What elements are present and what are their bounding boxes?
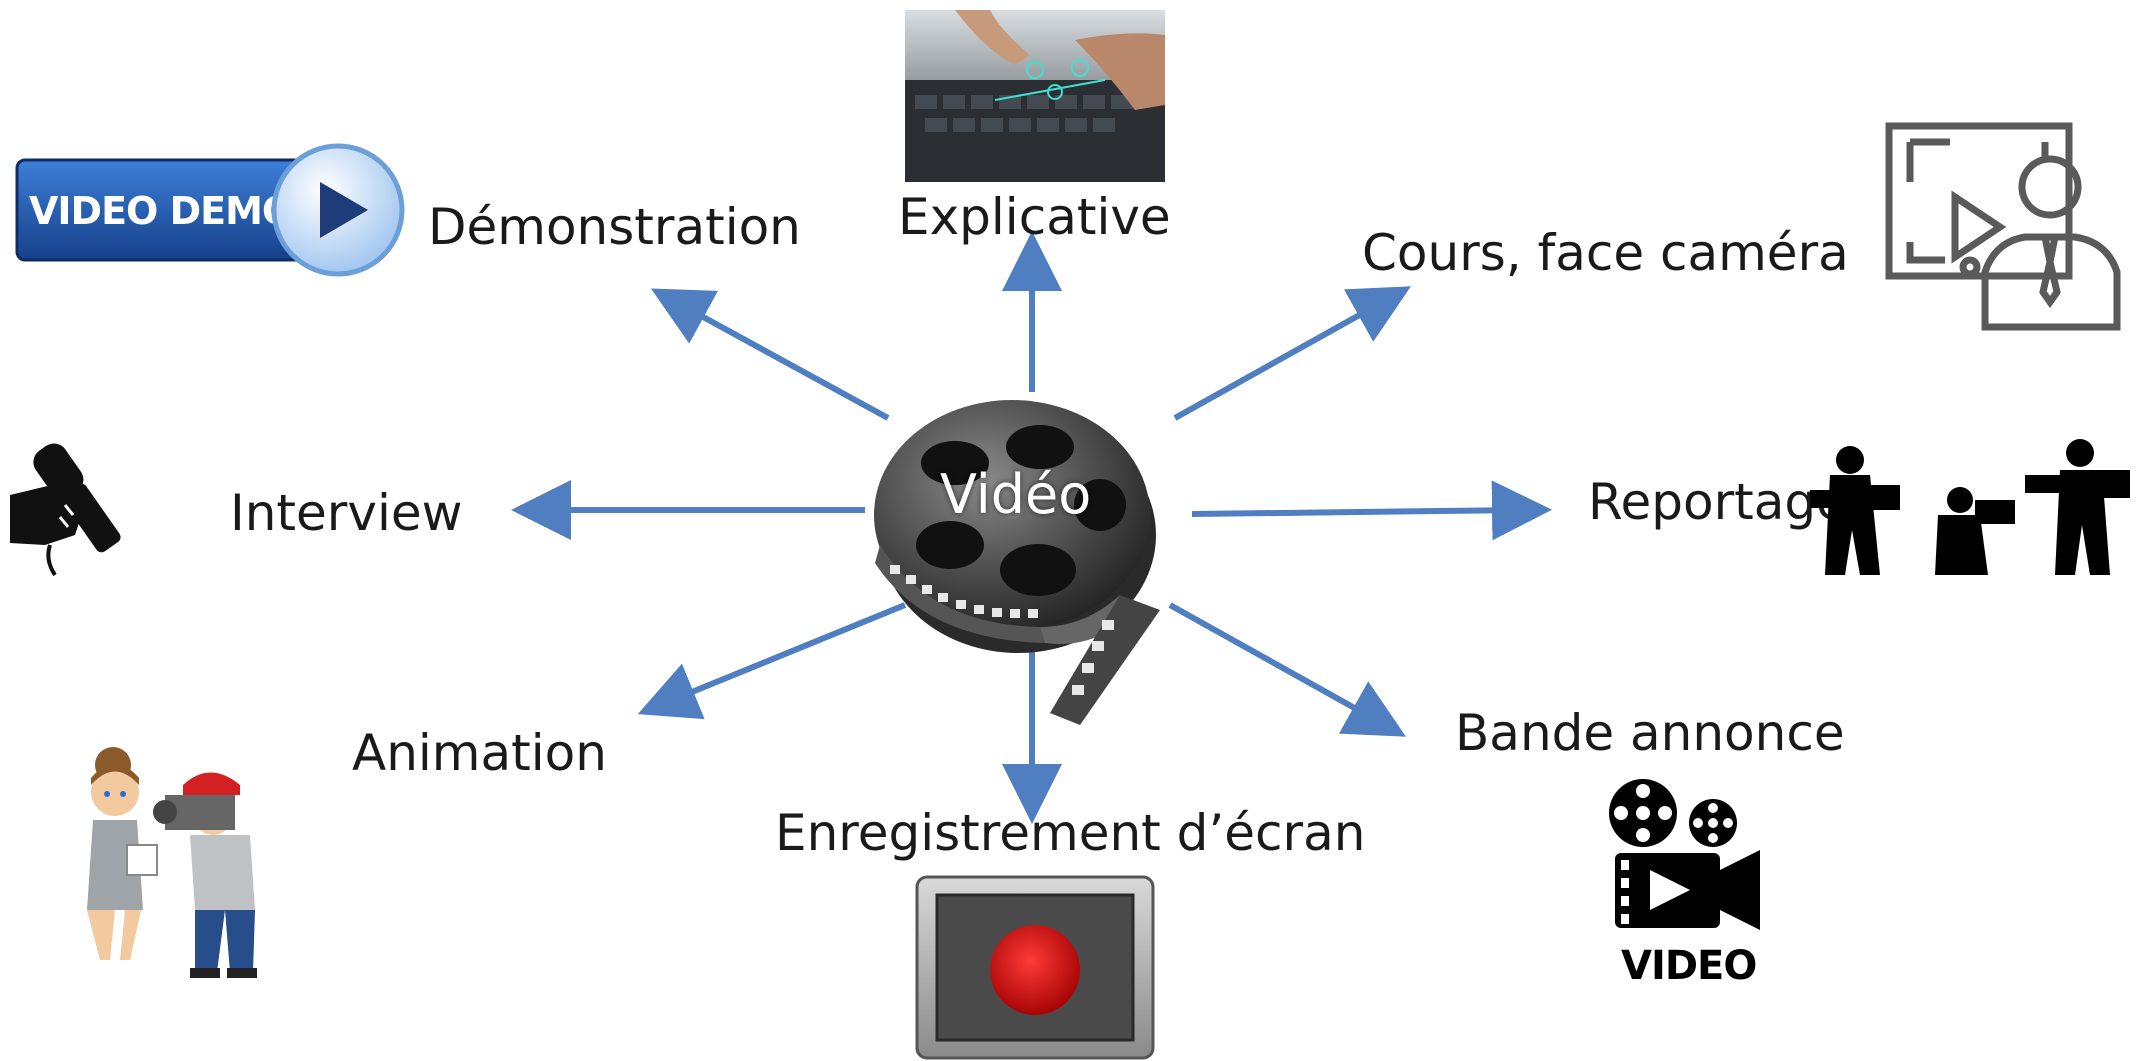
microphone-icon [10, 443, 121, 577]
film-reel-icon [874, 400, 1160, 725]
video-caption: VIDEO [1621, 943, 1757, 989]
arrow-to-reportage [1191, 480, 1552, 541]
presenter-screen-icon [1885, 122, 2121, 331]
arrow-to-cours [1173, 286, 1411, 421]
movie-camera-icon [1609, 779, 1760, 930]
arrow-to-demonstration [650, 288, 890, 421]
label-explicative: Explicative [898, 188, 1171, 246]
label-demonstration: Démonstration [428, 198, 801, 256]
label-animation: Animation [352, 724, 607, 782]
label-interview: Interview [230, 484, 463, 542]
arrow-to-animation [637, 602, 907, 720]
video-demo-text: VIDEO DEMO [29, 189, 294, 233]
laptop-hands-icon [905, 10, 1165, 182]
label-bande-annonce: Bande annonce [1455, 704, 1845, 762]
arrow-to-bande-annonce [1168, 602, 1406, 737]
label-cours: Cours, face caméra [1362, 224, 1849, 282]
movie-camera-badge: VIDEO [1605, 775, 1765, 990]
center-label: Vidéo [940, 463, 1092, 526]
screen-record-icon [915, 875, 1155, 1060]
label-enregistrement: Enregistrement d’écran [775, 804, 1366, 862]
cartoon-camera-crew-icon [87, 747, 257, 978]
play-button-icon [271, 143, 405, 277]
label-reportage: Reportage [1588, 473, 1847, 531]
video-demo-badge: VIDEO DEMO [15, 155, 315, 265]
camera-operators-icon [1810, 439, 2130, 575]
